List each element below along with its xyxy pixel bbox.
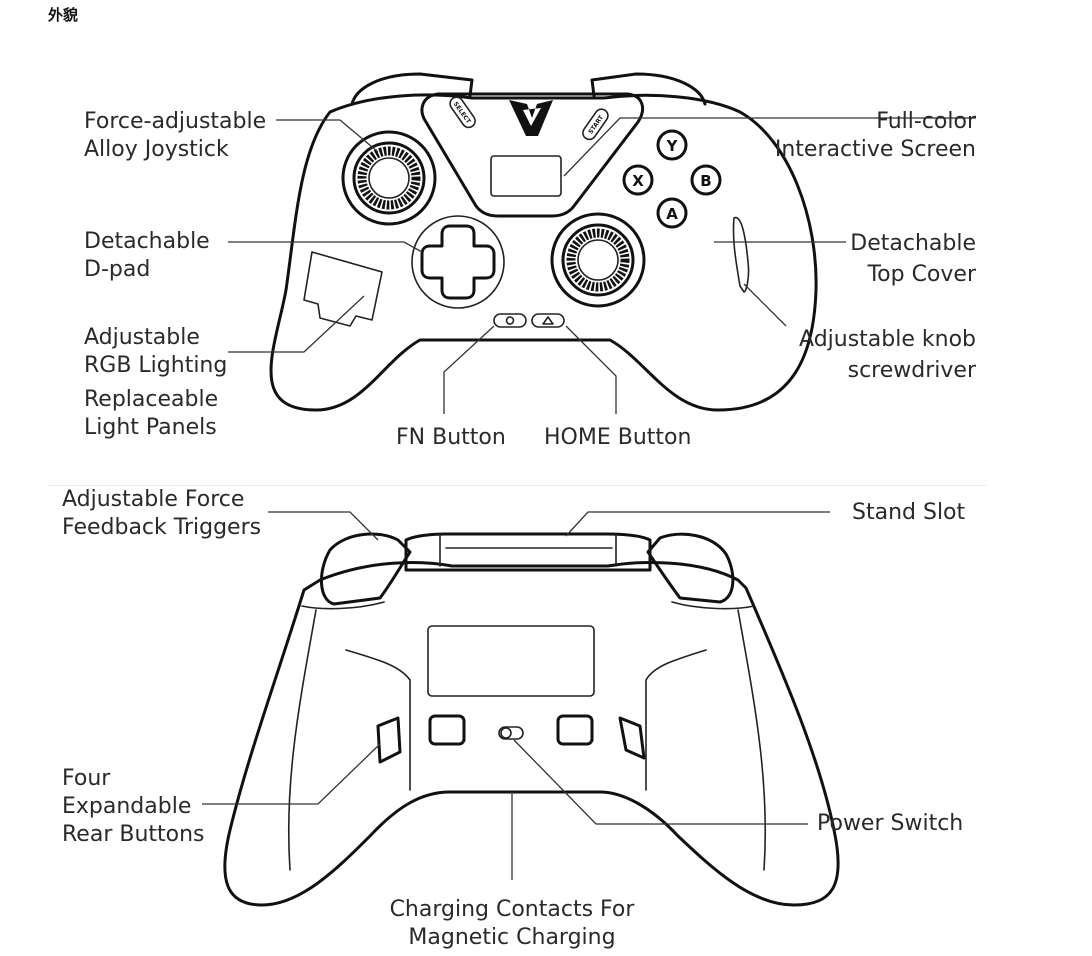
right-joystick[interactable] [550,212,646,308]
svg-text:Y: Y [666,137,679,155]
back-controller-illustration [223,532,840,907]
rgb-light-panel [303,251,383,327]
brand-logo-icon [509,100,553,136]
svg-text:X: X [632,172,644,190]
back-panel [427,625,595,697]
rear-button-4[interactable] [618,716,646,760]
adjustable-knob[interactable] [732,217,750,293]
stand-slot-label: Stand Slot [852,500,966,525]
fn-button-label: FN Button [396,425,506,450]
interactive-screen [490,155,562,197]
rear-button-1[interactable] [428,714,466,746]
rear-button-3[interactable] [376,716,402,764]
face-button-b[interactable]: B [690,164,722,196]
power-switch-label: Power Switch [817,811,964,836]
right-trigger[interactable] [646,532,755,610]
front-controller-illustration: SELECT START Y X B A [269,72,818,412]
power-switch[interactable] [498,726,524,740]
back-leader-lines [202,511,830,880]
page-title: 外貌 [48,6,79,24]
front-leader-lines [228,117,976,414]
left-joystick[interactable] [341,130,437,226]
svg-text:B: B [700,172,711,190]
select-button[interactable]: SELECT [448,95,478,130]
start-button[interactable]: START [580,107,610,142]
d-pad[interactable] [411,215,505,309]
home-button-label: HOME Button [544,425,692,450]
face-button-a[interactable]: A [656,197,688,229]
home-button[interactable] [531,313,565,328]
svg-text:A: A [666,205,678,223]
left-trigger[interactable] [301,532,412,610]
face-button-y[interactable]: Y [656,129,688,161]
fn-button[interactable] [493,313,527,328]
face-button-x[interactable]: X [622,164,654,196]
rear-button-2[interactable] [556,714,594,746]
section-divider [48,485,986,486]
